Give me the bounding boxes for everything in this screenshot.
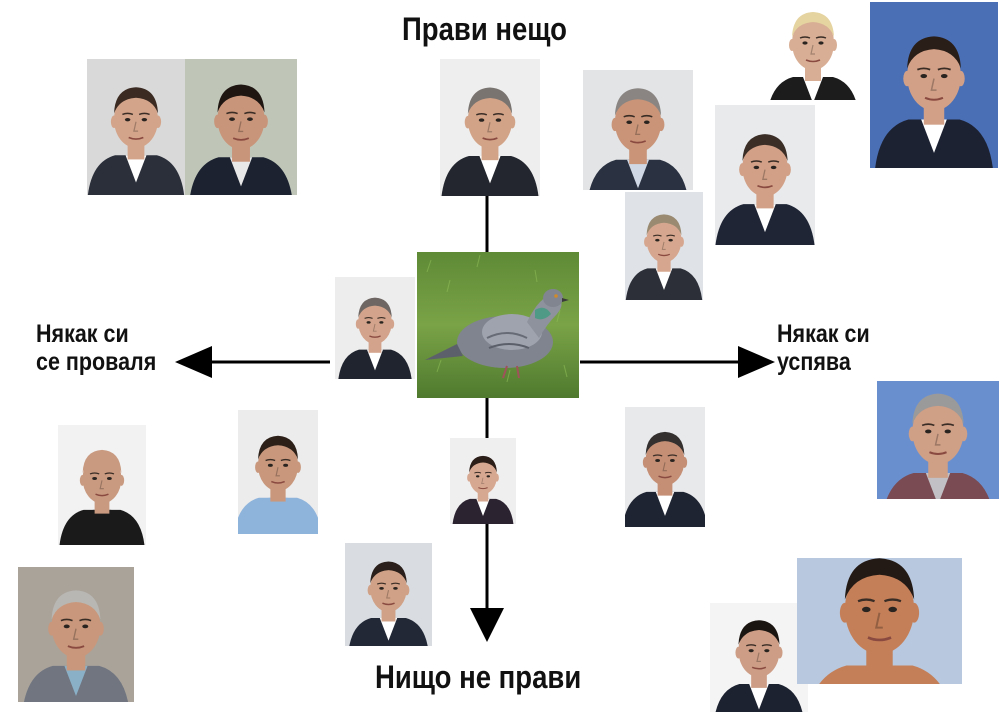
portrait-photo bbox=[58, 425, 146, 545]
axis-label-top: Прави нещо bbox=[402, 11, 567, 47]
axis-label-left-line-2: се проваля bbox=[36, 348, 157, 376]
portrait-drawing bbox=[625, 407, 705, 527]
portrait-drawing bbox=[238, 410, 318, 534]
portrait-drawing bbox=[797, 558, 962, 684]
portrait-photo bbox=[87, 59, 185, 195]
portrait-photo bbox=[450, 438, 516, 524]
portrait-drawing bbox=[440, 59, 540, 196]
portrait-drawing bbox=[877, 381, 999, 499]
portrait-drawing bbox=[625, 192, 703, 300]
portrait-drawing bbox=[763, 0, 863, 100]
portrait-drawing bbox=[58, 425, 146, 545]
arrow-down-icon bbox=[470, 608, 504, 642]
portrait-photo bbox=[625, 407, 705, 527]
portrait-drawing bbox=[710, 603, 808, 712]
portrait-photo bbox=[625, 192, 703, 300]
portrait-photo bbox=[440, 59, 540, 196]
axis-label-left: Някак си се проваля bbox=[36, 320, 156, 376]
portrait-photo bbox=[715, 105, 815, 245]
portrait-photo bbox=[870, 2, 998, 168]
axis-label-right: Някак си успява bbox=[777, 320, 870, 376]
portrait-drawing bbox=[335, 277, 415, 379]
portrait-photo bbox=[877, 381, 999, 499]
axis-label-left-line-1: Някак си bbox=[36, 320, 129, 348]
portrait-photo bbox=[583, 70, 693, 190]
portrait-photo bbox=[710, 603, 808, 712]
portrait-drawing bbox=[185, 59, 297, 195]
portrait-photo bbox=[763, 0, 863, 100]
axis-label-right-line-2: успява bbox=[777, 348, 851, 376]
portrait-drawing bbox=[583, 70, 693, 190]
portrait-photo bbox=[238, 410, 318, 534]
portrait-drawing bbox=[18, 567, 134, 702]
portrait-photo bbox=[797, 558, 962, 684]
pigeon-photo bbox=[417, 252, 579, 398]
arrow-left-icon bbox=[175, 346, 212, 378]
portrait-drawing bbox=[715, 105, 815, 245]
portrait-photo bbox=[345, 543, 432, 646]
axis-label-bottom: Нищо не прави bbox=[375, 659, 582, 695]
portrait-drawing bbox=[87, 59, 185, 195]
portrait-photo bbox=[18, 567, 134, 702]
portrait-photo bbox=[185, 59, 297, 195]
portrait-drawing bbox=[450, 438, 516, 524]
portrait-drawing bbox=[345, 543, 432, 646]
arrow-right-icon bbox=[738, 346, 775, 378]
portrait-photo bbox=[335, 277, 415, 379]
axis-label-right-line-1: Някак си bbox=[777, 320, 870, 348]
portrait-drawing bbox=[870, 2, 998, 168]
